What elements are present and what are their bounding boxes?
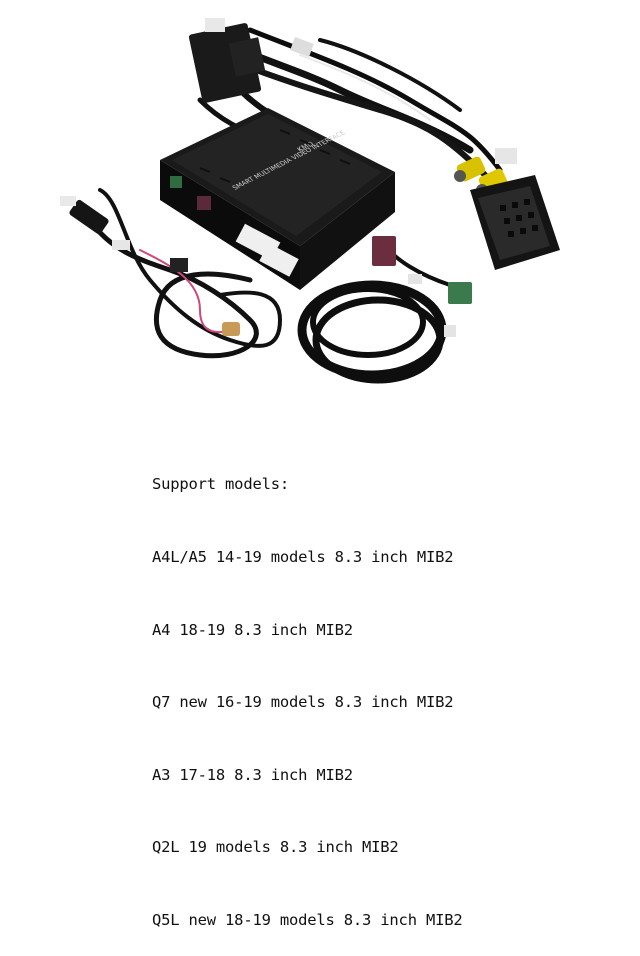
model-line: A4 18-19 8.3 inch MIB2 [152, 620, 353, 639]
support-models-caption: Support models: A4L/A5 14-19 models 8.3 … [152, 424, 463, 956]
caption-heading: Support models: [152, 475, 289, 494]
model-line: A3 17-18 8.3 inch MIB2 [152, 765, 353, 784]
quadlock-connector [470, 175, 560, 270]
top-plug [188, 18, 314, 103]
model-line: Q5L new 18-19 models 8.3 inch MIB2 [152, 910, 463, 929]
left-cable [60, 188, 283, 359]
model-line: Q2L 19 models 8.3 inch MIB2 [152, 838, 399, 857]
braided-cable [297, 242, 452, 384]
model-line: Q7 new 16-19 models 8.3 inch MIB2 [152, 693, 454, 712]
coil-connectors [372, 236, 472, 337]
interface-box: SMART MULTIMEDIA VIDEO INTERFACE KMD [160, 108, 395, 290]
model-line: A4L/A5 14-19 models 8.3 inch MIB2 [152, 548, 454, 566]
product-photo: SMART MULTIMEDIA VIDEO INTERFACE KMD [60, 18, 560, 384]
